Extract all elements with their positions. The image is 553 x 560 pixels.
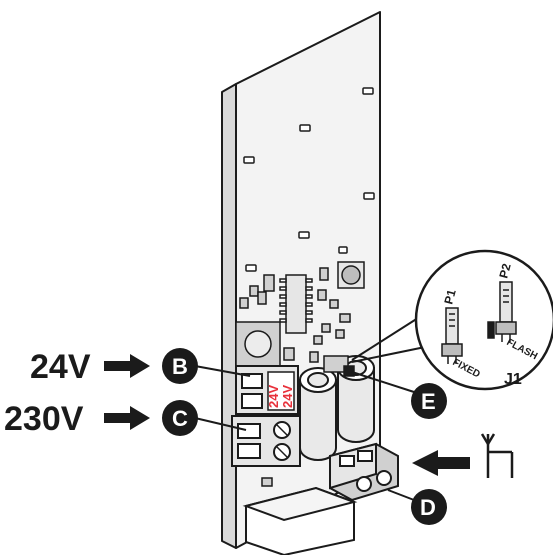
callout-e-letter: E xyxy=(421,389,436,414)
transformer-block xyxy=(242,486,358,557)
circuit-board: 24V 24V xyxy=(221,11,399,557)
voltage-label-24v: 24V xyxy=(30,348,91,386)
right-arrow-icon xyxy=(104,406,150,430)
antenna-icon xyxy=(480,433,514,478)
jumper-p2 xyxy=(487,281,517,342)
left-arrow-icon xyxy=(412,450,470,476)
right-arrow-icon xyxy=(104,354,150,378)
ic-chip xyxy=(285,274,307,334)
terminal-block-24v xyxy=(235,365,299,415)
antenna-terminal xyxy=(329,442,399,502)
jumper-header xyxy=(323,355,355,377)
jumper-p2-label: P2 xyxy=(496,262,513,280)
jumper-detail-callout: P1 P2 FIXED FLASH J1 xyxy=(351,249,553,391)
terminal-marking-24v-b: 24V xyxy=(280,385,295,408)
callout-b: B xyxy=(162,348,251,384)
callout-d: D xyxy=(387,489,447,525)
callout-e: E xyxy=(351,371,447,419)
callout-c: C xyxy=(162,400,247,436)
voltage-label-230v: 230V xyxy=(4,400,84,438)
push-button-cap xyxy=(341,265,361,285)
jumper-p1 xyxy=(441,307,463,364)
board-pads xyxy=(243,87,375,272)
callout-d-letter: D xyxy=(420,495,436,520)
board-edge xyxy=(221,83,237,549)
terminal-block-230v xyxy=(231,415,301,467)
callout-c-letter: C xyxy=(172,406,188,431)
callout-b-letter: B xyxy=(172,354,188,379)
jumper-p1-label: P1 xyxy=(441,288,458,306)
terminal-marking-24v-a: 24V xyxy=(266,385,281,408)
detail-pointer xyxy=(351,317,419,361)
detail-circle xyxy=(414,249,553,391)
detail-pointer-lower xyxy=(351,345,431,363)
jumper-j1-label: J1 xyxy=(504,371,522,388)
board-components xyxy=(235,261,365,487)
